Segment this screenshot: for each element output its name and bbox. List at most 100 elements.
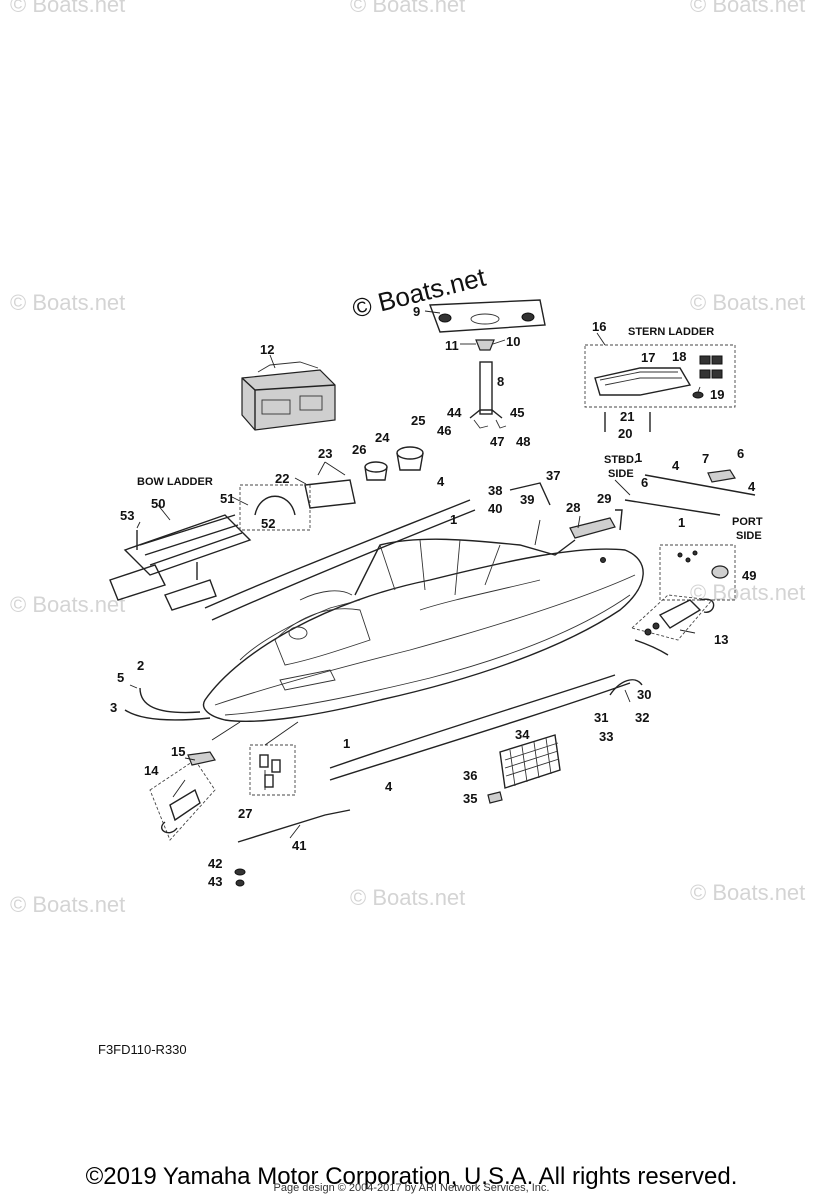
- bracket-part-29: [615, 509, 623, 531]
- callout-35: 35: [463, 791, 477, 806]
- watermark: © Boats.net: [690, 0, 805, 17]
- callout-22: 22: [275, 471, 289, 486]
- callout-45: 45: [510, 405, 524, 420]
- callout-6: 6: [737, 446, 744, 461]
- stern-ladder-label: STERN LADDER: [628, 326, 714, 338]
- callout-29: 29: [597, 491, 611, 506]
- callout-7: 7: [702, 451, 709, 466]
- leader-lines: [129, 310, 701, 839]
- nut-part-43: [235, 879, 245, 887]
- grab-handle-part-51: [254, 495, 296, 516]
- trim-part-3: [124, 709, 211, 721]
- callout-34: 34: [515, 727, 530, 742]
- watermark: © Boats.net: [10, 290, 125, 315]
- page-design-credit: Page design © 2004-2017 by ARI Network S…: [273, 1182, 550, 1194]
- callout-1: 1: [678, 515, 685, 530]
- callout-44: 44: [447, 405, 462, 420]
- callout-26: 26: [352, 442, 366, 457]
- stern-ladder-assembly: [584, 344, 736, 432]
- callout-9: 9: [413, 304, 420, 319]
- watermarks: © Boats.net © Boats.net © Boats.net © Bo…: [10, 0, 805, 917]
- callout-17: 17: [641, 350, 655, 365]
- rub-rails: [204, 499, 669, 781]
- callout-4: 4: [748, 479, 756, 494]
- callout-28: 28: [566, 500, 580, 515]
- callout-41: 41: [292, 838, 306, 853]
- box-49: [659, 544, 736, 601]
- callout-33: 33: [599, 729, 613, 744]
- callout-27: 27: [238, 806, 252, 821]
- callout-37: 37: [546, 468, 560, 483]
- handrail-part-37: [509, 482, 551, 506]
- callout-6: 6: [641, 475, 648, 490]
- callout-18: 18: [672, 349, 686, 364]
- stbd-side-label: STBD.: [604, 454, 637, 466]
- stern-rails: [614, 469, 756, 516]
- watermark: © Boats.net: [10, 892, 125, 917]
- callout-40: 40: [488, 501, 502, 516]
- callout-11: 11: [445, 338, 459, 353]
- callout-19: 19: [710, 387, 724, 402]
- port-side-label: PORT: [732, 516, 763, 528]
- watermark: © Boats.net: [350, 0, 465, 17]
- callout-16: 16: [592, 319, 606, 334]
- callout-15: 15: [171, 744, 185, 759]
- callout-42: 42: [208, 856, 222, 871]
- callout-3: 3: [110, 700, 117, 715]
- callout-50: 50: [151, 496, 165, 511]
- callout-1: 1: [450, 512, 457, 527]
- callout-53: 53: [120, 508, 134, 523]
- cooler-part-12: [241, 361, 336, 431]
- watermark: © Boats.net: [690, 290, 805, 315]
- cup-holders: [304, 446, 424, 509]
- table-assembly: [429, 299, 546, 429]
- watermark: © Boats.net: [350, 885, 465, 910]
- callout-49: 49: [742, 568, 756, 583]
- boat-hull: [202, 538, 644, 722]
- bracket-part-28: [569, 517, 616, 539]
- watermark: © Boats.net: [10, 592, 125, 617]
- watermark: © Boats.net: [690, 880, 805, 905]
- diagram-code: F3FD110-R330: [98, 1042, 187, 1057]
- section-labels: STERN LADDER BOW LADDER STBD. SIDE PORT …: [137, 326, 763, 542]
- tow-eye-part-14: [149, 751, 216, 841]
- watermark: © Boats.net: [10, 0, 125, 17]
- callout-39: 39: [520, 492, 534, 507]
- callout-10: 10: [506, 334, 520, 349]
- callout-4: 4: [672, 458, 680, 473]
- callout-46: 46: [437, 423, 451, 438]
- callout-20: 20: [618, 426, 632, 441]
- callout-labels: 1 1 1 1 1 2 3 4 4 4 4 5 6 6 7 8 9 10 11 …: [110, 304, 756, 889]
- callout-24: 24: [375, 430, 390, 445]
- callout-23: 23: [318, 446, 332, 461]
- tow-eye-part-13: [631, 594, 715, 641]
- callout-4: 4: [437, 474, 445, 489]
- callout-1: 1: [635, 450, 642, 465]
- callout-25: 25: [411, 413, 425, 428]
- callout-38: 38: [488, 483, 502, 498]
- callout-32: 32: [635, 710, 649, 725]
- part-27-box: [249, 744, 296, 796]
- callout-21: 21: [620, 409, 634, 424]
- callout-13: 13: [714, 632, 728, 647]
- callout-4: 4: [385, 779, 393, 794]
- callout-5: 5: [117, 670, 124, 685]
- bow-ladder-assembly: [109, 514, 252, 611]
- callout-14: 14: [144, 763, 159, 778]
- bow-ladder-label: BOW LADDER: [137, 476, 213, 488]
- watermark: © Boats.net: [690, 580, 805, 605]
- callout-1: 1: [343, 736, 350, 751]
- copyright-notice: ©2019 Yamaha Motor Corporation, U.S.A. A…: [85, 1163, 738, 1190]
- callout-52: 52: [261, 516, 275, 531]
- stbd-side-label: SIDE: [608, 468, 634, 480]
- callout-36: 36: [463, 768, 477, 783]
- callout-47: 47: [490, 434, 504, 449]
- callout-12: 12: [260, 342, 274, 357]
- port-side-label: SIDE: [736, 530, 762, 542]
- callout-51: 51: [220, 491, 234, 506]
- callout-43: 43: [208, 874, 222, 889]
- trim-part-2: [139, 687, 201, 714]
- fender-part-30: [609, 679, 643, 696]
- callout-8: 8: [497, 374, 504, 389]
